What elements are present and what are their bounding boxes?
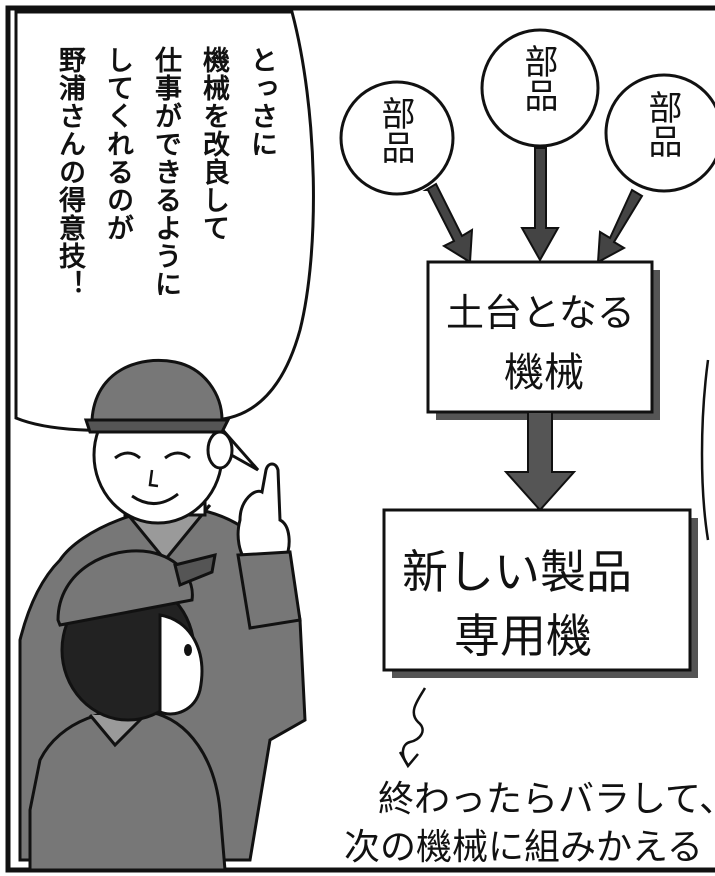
arrow-part2-to-base — [520, 147, 560, 263]
panel-edge-stroke — [700, 359, 710, 541]
arrow-part3-to-base — [596, 188, 644, 264]
speech-line-3: 仕事ができるように — [150, 46, 181, 298]
new-machine-line-1: 新しい製品 — [402, 545, 632, 599]
part-circle-3 — [604, 73, 715, 193]
worker-junior-cap — [56, 549, 194, 627]
worker-junior — [28, 549, 227, 872]
note-line-1: 終わったらバラして、また — [378, 779, 715, 820]
note-line-2: 次の機械に組みかえる — [344, 827, 703, 868]
worker-senior-cap — [90, 358, 224, 422]
part-label-3: 部品 — [642, 90, 682, 158]
part-circle-2 — [480, 28, 600, 148]
speech-line-1: とっさに — [246, 46, 277, 158]
arrow-base-to-new — [503, 411, 577, 512]
speech-line-5: 野浦さんの得意技！ — [54, 46, 85, 298]
base-machine-line-2: 機械 — [504, 350, 584, 396]
speech-bubble — [14, 10, 315, 472]
speech-line-4: してくれるのが — [102, 46, 133, 242]
base-machine-line-1: 土台となる — [446, 291, 635, 335]
part-label-1: 部品 — [375, 96, 415, 164]
base-machine-box — [426, 260, 654, 414]
worker-junior-body — [28, 708, 227, 872]
part-circle-1 — [339, 80, 455, 196]
curly-arrow — [401, 687, 427, 766]
new-machine-line-2: 専用機 — [454, 609, 592, 663]
speech-line-2: 機械を改良して — [198, 46, 229, 242]
part-label-2: 部品 — [518, 44, 558, 112]
new-machine-box — [382, 508, 692, 672]
curly-arrow-head — [398, 751, 419, 769]
